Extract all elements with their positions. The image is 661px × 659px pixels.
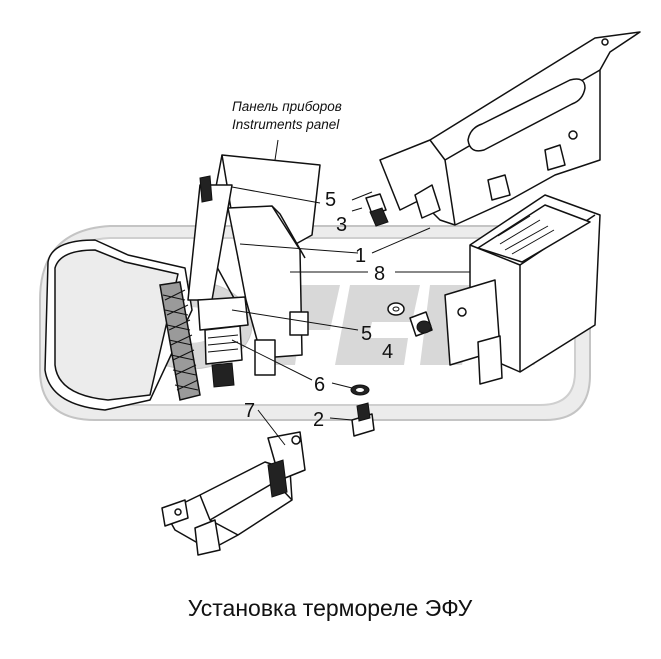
panel-label-en: Instruments panel <box>232 117 340 132</box>
leader-lines <box>231 139 470 446</box>
callout-3: 3 <box>336 214 347 236</box>
mounting-bracket <box>379 31 641 226</box>
callout-8: 8 <box>374 263 385 285</box>
callout-6: 6 <box>314 374 325 396</box>
fasteners <box>350 191 433 437</box>
callout-5-mid: 5 <box>361 323 372 345</box>
callout-7: 7 <box>244 400 255 422</box>
panel-bracket <box>187 154 321 388</box>
instrument-panel-body <box>44 239 201 411</box>
callout-4: 4 <box>382 341 393 363</box>
callout-1: 1 <box>355 245 366 267</box>
panel-label-ru: Панель приборов <box>232 99 342 114</box>
panel-label: Панель приборов Instruments panel <box>232 99 342 132</box>
callout-2: 2 <box>313 409 324 431</box>
diagram-title: Установка термореле ЭФУ <box>188 595 473 621</box>
callout-5-top: 5 <box>325 189 336 211</box>
thermo-relay-unit <box>444 194 601 385</box>
switch-assembly <box>161 431 306 556</box>
callout-labels: 1 2 3 4 5 5 6 7 8 <box>244 189 393 431</box>
